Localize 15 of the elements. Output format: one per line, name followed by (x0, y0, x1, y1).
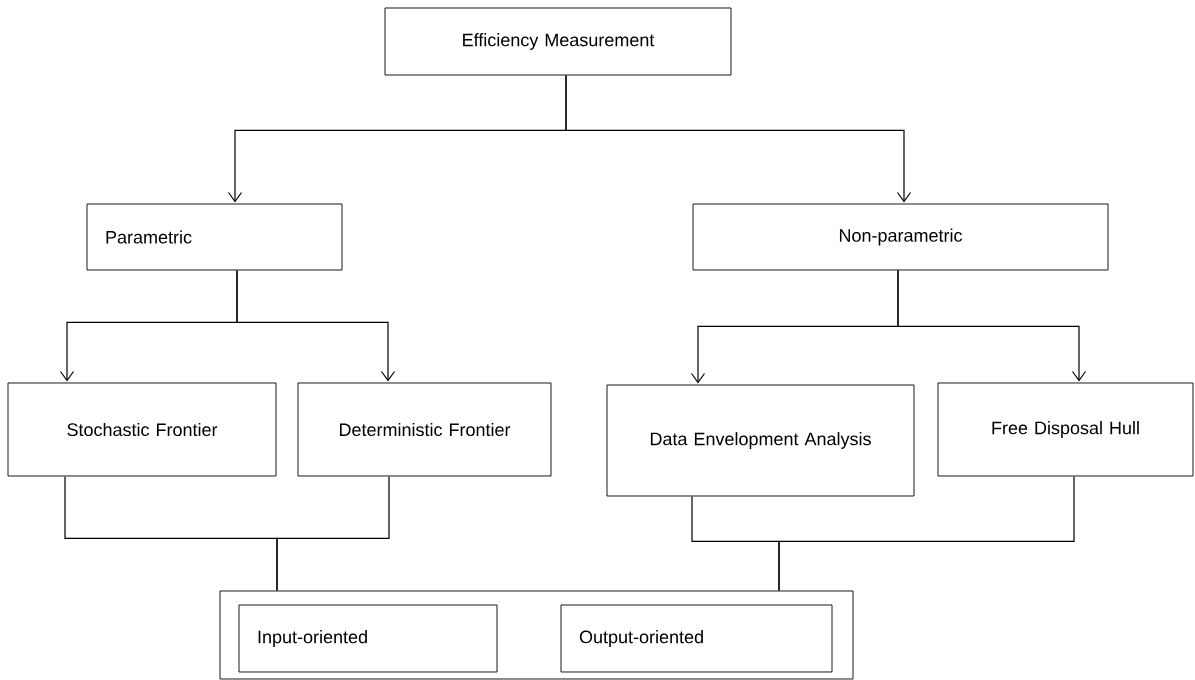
connector (778, 475, 1075, 592)
connector (236, 269, 396, 382)
connector (276, 475, 390, 592)
connector (565, 74, 912, 203)
process-box: Deterministic Frontier (297, 382, 552, 477)
process-box: Input-oriented (238, 604, 498, 673)
group-box (219, 590, 854, 680)
process-box: Efficiency Measurement (384, 7, 732, 76)
process-box: Free Disposal Hull (937, 382, 1194, 477)
process-box: Data Envelopment Analysis (606, 384, 915, 497)
connector (897, 269, 1087, 382)
process-box: Parametric (86, 203, 343, 271)
process-box: Stochastic Frontier (7, 382, 277, 477)
process-box: Output-oriented (560, 604, 833, 673)
process-box: Non-parametric (692, 203, 1109, 271)
